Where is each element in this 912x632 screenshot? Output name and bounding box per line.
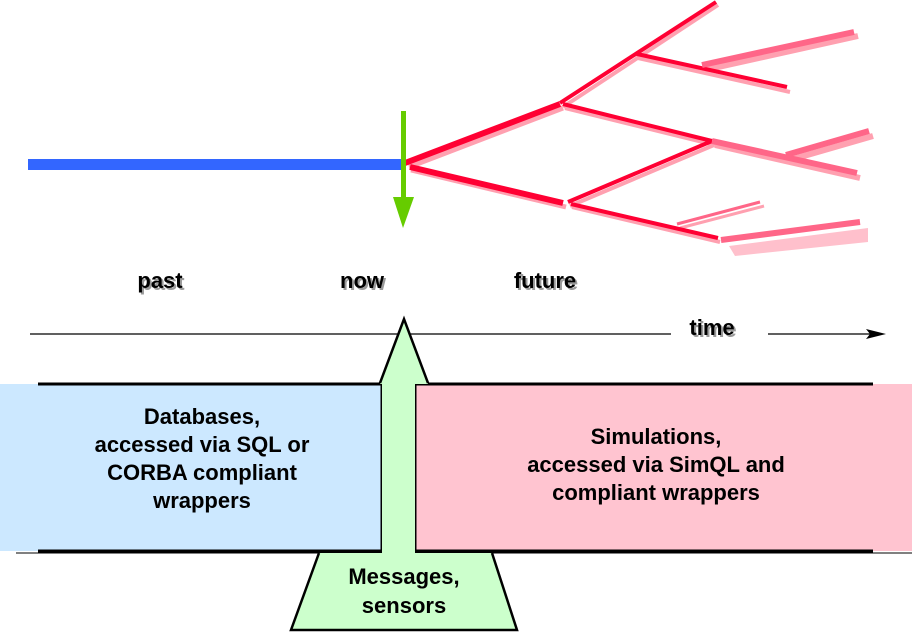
now-label-shadow: now <box>342 270 387 295</box>
databases-box-text: Databases, accessed via SQL or CORBA com… <box>0 403 404 515</box>
future-label-shadow: future <box>516 270 578 295</box>
branch-shadow <box>679 204 765 230</box>
branch-main <box>570 202 719 240</box>
branch-shadow <box>408 105 564 170</box>
databases-line: Databases, <box>143 404 261 429</box>
past-timeline-bar <box>28 159 402 170</box>
branch-faint-shadow <box>729 228 868 256</box>
branch-shadow <box>564 106 716 147</box>
messages-trapezoid-border <box>289 552 519 632</box>
future-branch-tree <box>403 0 874 256</box>
branch-secondary <box>711 138 858 176</box>
now-label: now <box>340 268 385 293</box>
branch-secondary <box>785 128 870 158</box>
branch-shadow <box>569 143 715 208</box>
branch-shadow <box>714 142 861 181</box>
branch-secondary <box>676 200 761 226</box>
future-label: future <box>514 268 576 293</box>
databases-line: wrappers <box>153 488 251 513</box>
down-arrow-icon <box>393 111 414 228</box>
timeline-labels: past past now now future future time tim… <box>137 268 736 342</box>
databases-line: CORBA compliant <box>107 460 297 485</box>
simulations-line: Simulations, <box>590 424 722 449</box>
branch-secondary <box>720 219 861 243</box>
right-arrow-icon <box>768 329 886 339</box>
time-label: time <box>689 315 734 340</box>
messages-box-text: Messages, sensors <box>304 562 504 620</box>
past-label-shadow: past <box>139 270 185 295</box>
messages-line: sensors <box>361 593 447 618</box>
branch-shadow <box>571 205 721 244</box>
simulations-line: compliant wrappers <box>552 480 760 505</box>
branch-main <box>409 164 564 206</box>
past-label: past <box>137 268 183 293</box>
branch-main <box>567 139 713 204</box>
branch-main <box>636 52 788 89</box>
messages-line: Messages, <box>348 564 460 589</box>
messages-spike-border <box>378 315 430 384</box>
databases-line: accessed via SQL or <box>94 432 310 457</box>
branch-main <box>403 101 562 166</box>
simulations-box-text: Simulations, accessed via SimQL and comp… <box>415 423 897 507</box>
simulations-line: accessed via SimQL and <box>527 452 785 477</box>
messages-spike <box>380 319 428 551</box>
branch-shadow <box>789 133 874 163</box>
branch-shadow <box>637 56 791 94</box>
databases-box-fill <box>0 384 382 551</box>
branch-secondary <box>701 29 855 68</box>
messages-trapezoid <box>291 551 517 629</box>
branch-main <box>562 102 713 143</box>
branch-shadow <box>704 33 859 73</box>
time-label-shadow: time <box>691 317 736 342</box>
simulations-box-fill <box>415 384 912 551</box>
